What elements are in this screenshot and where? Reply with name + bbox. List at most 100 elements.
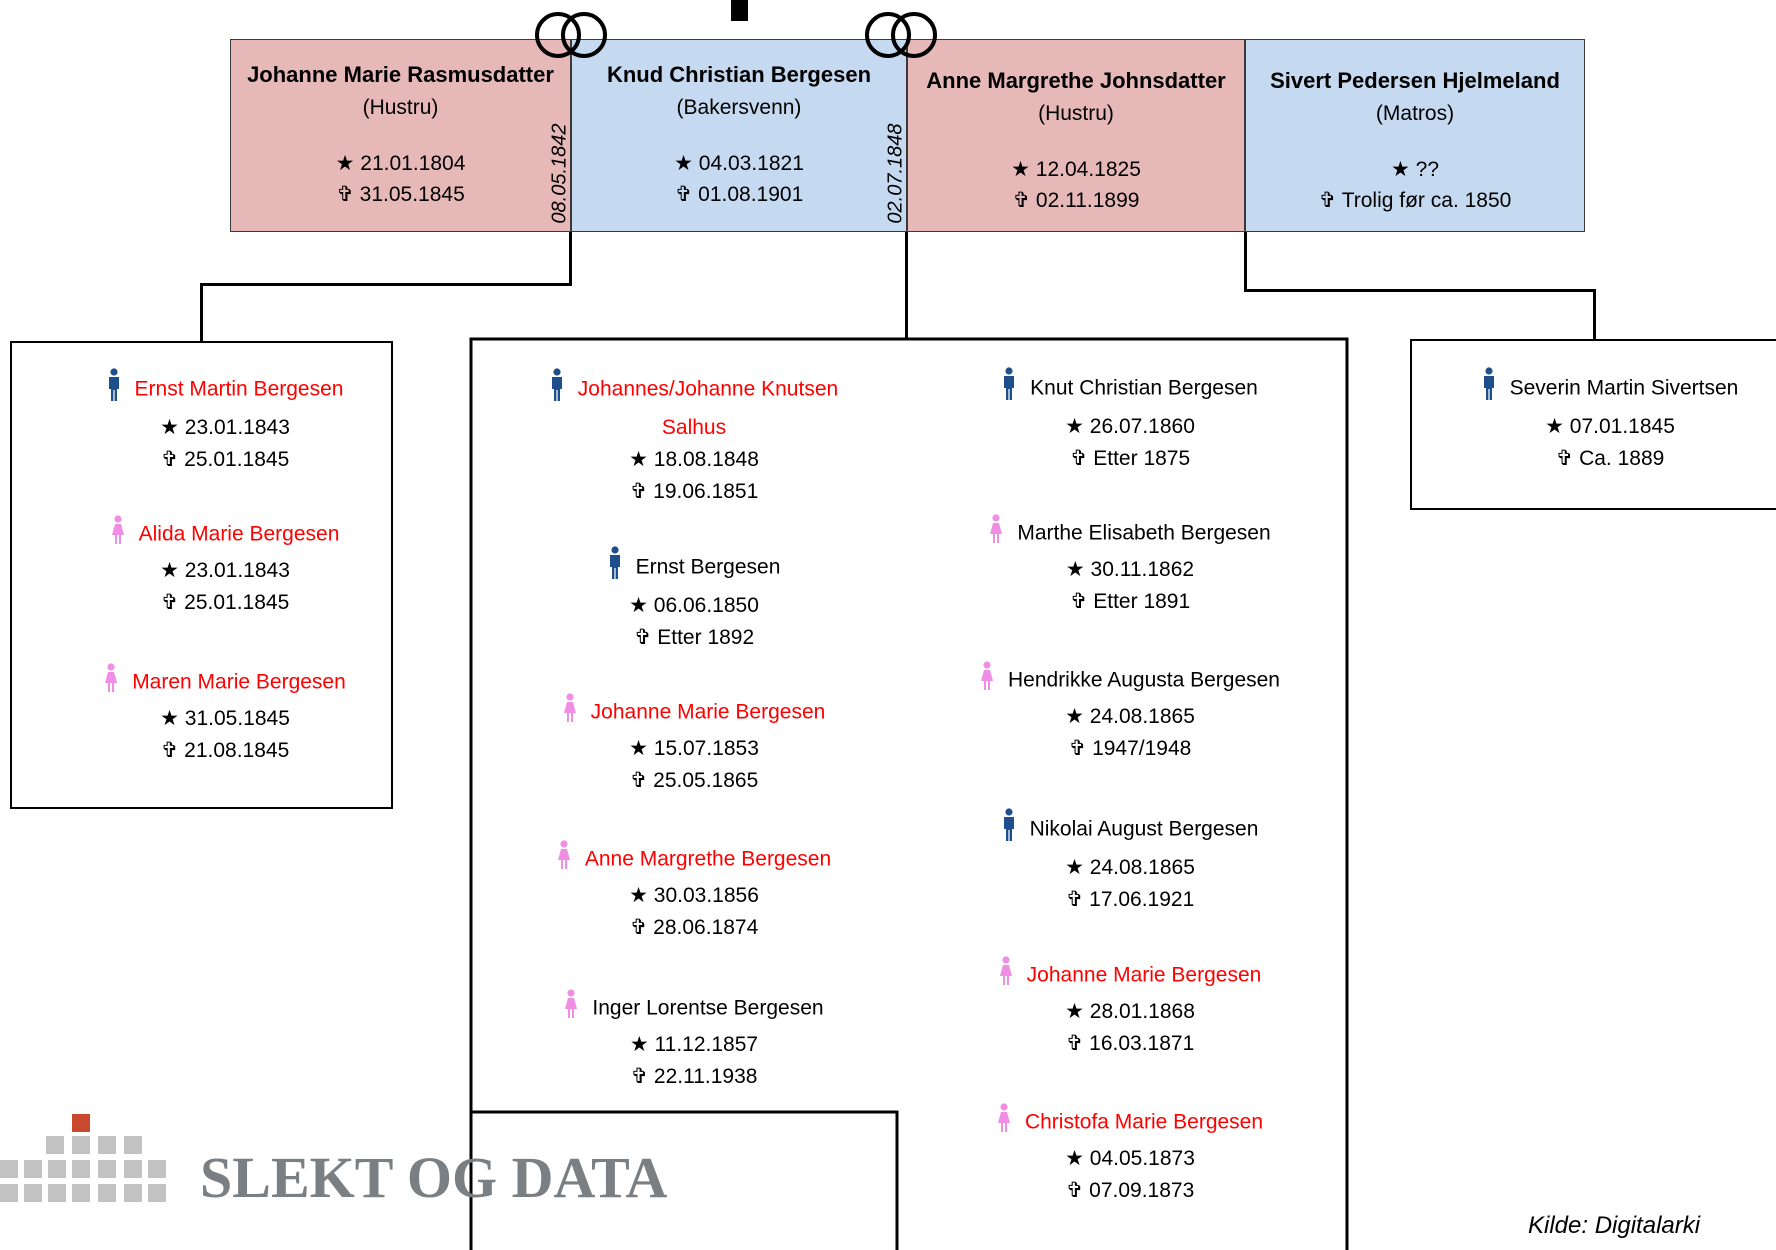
child-name: Nikolai August Bergesen <box>1029 817 1259 841</box>
parent-role: (Hustru) <box>362 96 439 119</box>
logo-text: SLEKT OG DATA <box>200 1145 668 1210</box>
child-name: Johanne Marie Bergesen <box>590 700 826 724</box>
child-born: ★ 23.01.1843 <box>160 416 290 439</box>
child-entry: Alida Marie Bergesen ★ 23.01.1843 ✞ 25.0… <box>40 515 410 619</box>
child-died: ✞ 19.06.1851 <box>629 480 759 503</box>
parent-born: ★ 21.01.1804 <box>335 152 466 175</box>
child-born: ★ 24.08.1865 <box>1065 856 1195 879</box>
male-icon <box>1002 808 1016 852</box>
marriage-rings-icon <box>865 12 937 58</box>
female-icon <box>997 1103 1011 1143</box>
child-name: Severin Martin Sivertsen <box>1509 376 1739 400</box>
female-icon <box>564 989 578 1029</box>
child-born: ★ 04.05.1873 <box>1065 1147 1195 1170</box>
child-entry: Nikolai August Bergesen ★ 24.08.1865 ✞ 1… <box>930 808 1330 916</box>
child-died: ✞ 16.03.1871 <box>1065 1032 1195 1055</box>
female-icon <box>980 661 994 701</box>
parent-box-johanne-marie-rasmusdatter: Johanne Marie Rasmusdatter (Hustru) ★ 21… <box>230 39 571 232</box>
child-entry: Inger Lorentse Bergesen ★ 11.12.1857 ✞ 2… <box>494 989 894 1093</box>
child-entry: Knut Christian Bergesen ★ 26.07.1860 ✞ E… <box>930 367 1330 475</box>
child-died: ✞ Etter 1875 <box>1069 447 1191 470</box>
parent-died: ✞ 31.05.1845 <box>336 183 465 206</box>
child-born: ★ 23.01.1843 <box>160 559 290 582</box>
child-name: Marthe Elisabeth Bergesen <box>1017 521 1271 545</box>
female-icon <box>563 693 577 733</box>
child-name: Alida Marie Bergesen <box>138 522 340 546</box>
parent-born: ★ ?? <box>1390 158 1440 181</box>
child-died: ✞ Ca. 1889 <box>1555 447 1665 470</box>
parent-name: Johanne Marie Rasmusdatter <box>247 62 554 87</box>
child-name: Anne Margrethe Bergesen <box>584 847 832 871</box>
male-icon <box>107 368 121 412</box>
connector-line <box>905 232 908 340</box>
child-entry: Ernst Bergesen ★ 06.06.1850 ✞ Etter 1892 <box>494 546 894 654</box>
children-box-first-marriage <box>10 341 393 809</box>
parent-role: (Bakersvenn) <box>676 96 802 119</box>
parent-died: ✞ 02.11.1899 <box>1012 189 1140 212</box>
child-born: ★ 30.03.1856 <box>629 884 759 907</box>
child-died: ✞ Etter 1891 <box>1069 590 1191 613</box>
parent-role: (Matros) <box>1375 102 1455 125</box>
child-died: ✞ 25.01.1845 <box>160 591 290 614</box>
parent-born: ★ 04.03.1821 <box>674 152 804 175</box>
parent-name: Anne Margrethe Johnsdatter <box>926 68 1226 93</box>
child-died: ✞ Etter 1892 <box>633 626 755 649</box>
female-icon <box>557 840 571 880</box>
child-entry: Ernst Martin Bergesen ★ 23.01.1843 ✞ 25.… <box>40 368 410 476</box>
connector-line <box>569 232 572 286</box>
parent-name: Knud Christian Bergesen <box>606 62 872 87</box>
child-entry: Marthe Elisabeth Bergesen ★ 30.11.1862 ✞… <box>930 514 1330 618</box>
parent-born: ★ 12.04.1825 <box>1011 158 1141 181</box>
parent-died: ✞ Trolig før ca. 1850 <box>1318 189 1512 212</box>
child-died: ✞ 25.01.1845 <box>160 448 290 471</box>
child-name: Johanne Marie Bergesen <box>1026 963 1262 987</box>
child-name: Maren Marie Bergesen <box>132 670 346 694</box>
female-icon <box>989 514 1003 554</box>
connector-line <box>200 283 203 343</box>
child-entry: Maren Marie Bergesen ★ 31.05.1845 ✞ 21.0… <box>40 663 410 767</box>
child-died: ✞ 1947/1948 <box>1068 737 1192 760</box>
child-born: ★ 30.11.1862 <box>1065 558 1195 581</box>
child-name: Christofa Marie Bergesen <box>1024 1110 1264 1134</box>
parent-role: (Hustru) <box>1038 102 1114 125</box>
connector-line <box>1244 232 1247 292</box>
child-entry: Johanne Marie Bergesen ★ 28.01.1868 ✞ 16… <box>930 956 1330 1060</box>
child-born: ★ 07.01.1845 <box>1545 415 1675 438</box>
male-icon <box>1482 367 1496 411</box>
male-icon <box>1002 367 1016 411</box>
child-entry: Severin Martin Sivertsen ★ 07.01.1845 ✞ … <box>1430 367 1776 475</box>
connector-line <box>1593 289 1596 341</box>
child-name: Johannes/Johanne Knutsen <box>577 377 839 401</box>
child-died: ✞ 22.11.1938 <box>630 1065 758 1088</box>
child-born: ★ 26.07.1860 <box>1065 415 1195 438</box>
parent-name: Sivert Pedersen Hjelmeland <box>1270 68 1560 93</box>
source-caption: Kilde: Digitalarki <box>1528 1212 1701 1239</box>
child-born: ★ 18.08.1848 <box>629 448 759 471</box>
child-born: ★ 06.06.1850 <box>629 594 759 617</box>
parent-box-anne-margrethe-johnsdatter: Anne Margrethe Johnsdatter (Hustru) ★ 12… <box>907 39 1245 232</box>
child-name: Knut Christian Bergesen <box>1030 376 1258 400</box>
child-born: ★ 24.08.1865 <box>1065 705 1195 728</box>
child-born: ★ 11.12.1857 <box>629 1033 759 1056</box>
child-name: Ernst Martin Bergesen <box>134 377 344 401</box>
child-entry: Christofa Marie Bergesen ★ 04.05.1873 ✞ … <box>930 1103 1330 1207</box>
marriage-rings-icon <box>535 12 607 58</box>
parent-box-knud-christian-bergesen: Knud Christian Bergesen (Bakersvenn) ★ 0… <box>571 39 907 232</box>
child-entry: Anne Margrethe Bergesen ★ 30.03.1856 ✞ 2… <box>494 840 894 944</box>
child-died: ✞ 28.06.1874 <box>629 916 759 939</box>
child-died: ✞ 07.09.1873 <box>1065 1179 1195 1202</box>
child-born: ★ 31.05.1845 <box>160 707 290 730</box>
female-icon <box>104 663 118 703</box>
child-entry: Hendrikke Augusta Bergesen ★ 24.08.1865 … <box>930 661 1330 765</box>
child-entry: Johanne Marie Bergesen ★ 15.07.1853 ✞ 25… <box>494 693 894 797</box>
children-box-sivert <box>1410 339 1776 510</box>
child-born: ★ 15.07.1853 <box>629 737 759 760</box>
male-icon <box>608 546 622 590</box>
female-icon <box>111 515 125 555</box>
connector-line <box>200 283 572 286</box>
child-name-line2: Salhus <box>661 416 727 439</box>
slekt-og-data-logo-icon <box>0 1114 166 1202</box>
child-name: Hendrikke Augusta Bergesen <box>1007 668 1280 692</box>
child-name: Inger Lorentse Bergesen <box>592 996 824 1020</box>
